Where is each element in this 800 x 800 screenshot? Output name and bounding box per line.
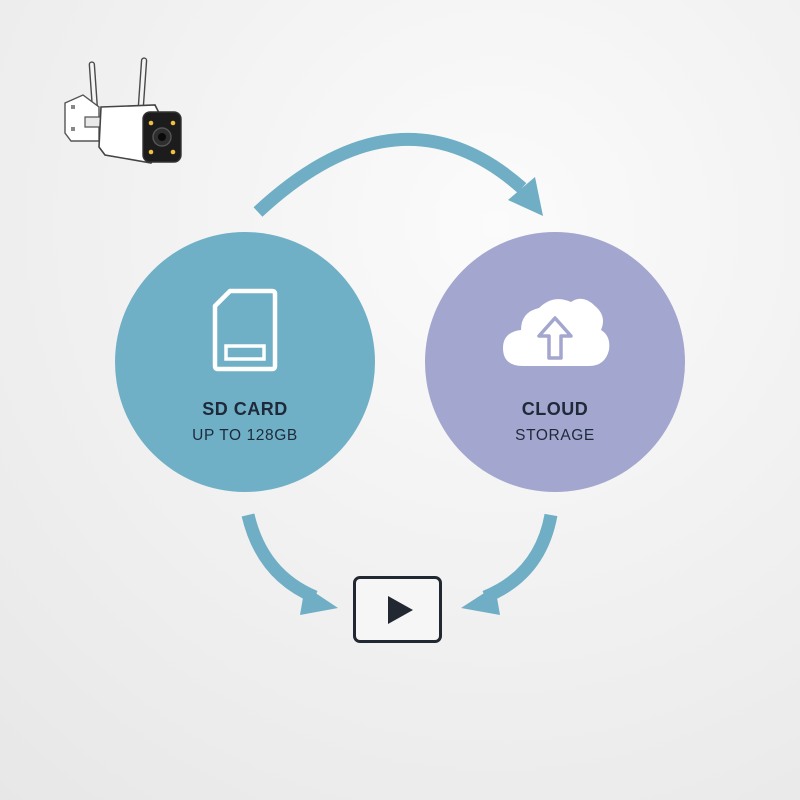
sd-card-title: SD CARD [202,399,288,419]
arrow-sd-to-playback [241,513,338,615]
arrow-cloud-to-playback [461,513,558,615]
sd-card-icon [212,288,278,372]
security-camera-icon [64,57,182,164]
sd-card-capacity: UP TO 128GB [192,427,298,444]
cloud-upload-icon [503,298,610,366]
cloud-title: CLOUD [521,399,589,419]
cloud-storage-node: CLOUD STORAGE [425,232,685,492]
play-icon [388,596,413,624]
sd-card-node: SD CARD UP TO 128GB [115,232,375,492]
cloud-subtitle: STORAGE [515,427,595,444]
video-playback-button[interactable] [353,576,442,643]
arrow-sd-to-cloud [253,133,543,217]
